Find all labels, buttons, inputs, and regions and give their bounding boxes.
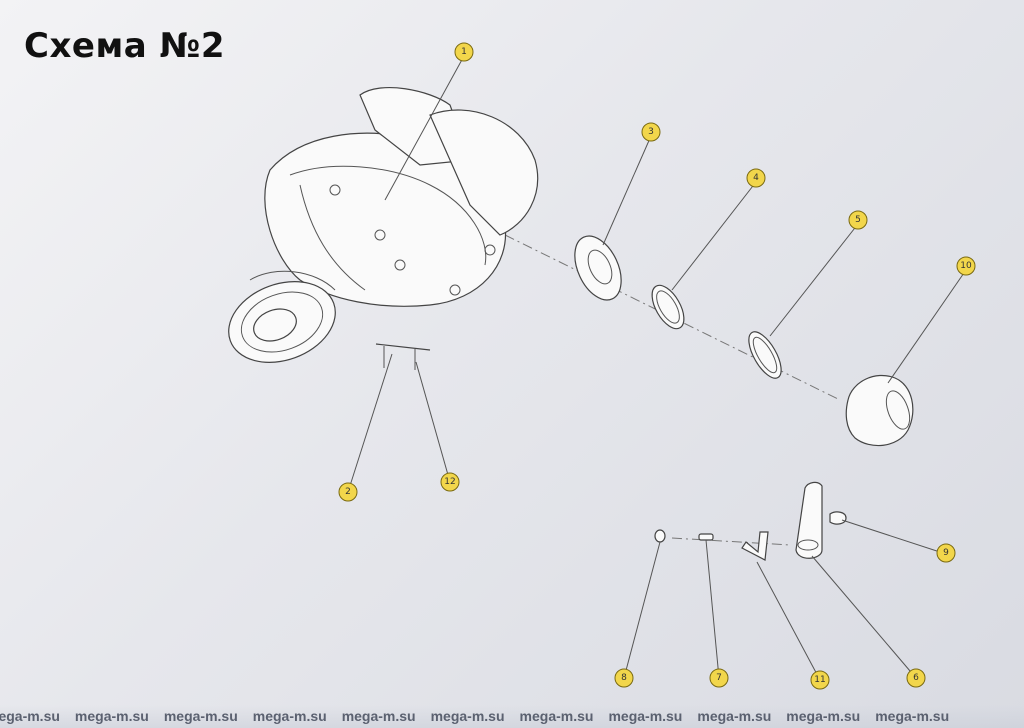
part-10-clutch-sleeve <box>845 374 914 447</box>
callout-8-label: 8 <box>621 673 627 683</box>
leader-lines <box>347 55 967 681</box>
callout-5: 5 <box>848 210 868 230</box>
watermark-strip: mega-m.su mega-m.su mega-m.su mega-m.su mega… <box>0 705 1024 728</box>
callout-1: 1 <box>454 42 474 62</box>
callout-9: 9 <box>936 543 956 563</box>
callout-6: 6 <box>906 668 926 688</box>
callout-6-label: 6 <box>913 673 919 683</box>
callout-7: 7 <box>709 668 729 688</box>
watermark-text: mega-m.su <box>0 708 60 724</box>
callout-12: 12 <box>440 472 460 492</box>
shift-axis <box>671 537 791 546</box>
callout-4-label: 4 <box>753 173 759 183</box>
callout-12-label: 12 <box>444 477 455 487</box>
part-5-ring <box>748 331 782 379</box>
callout-2-label: 2 <box>345 487 351 497</box>
part-2-12-fasteners <box>375 343 431 370</box>
watermark-text: mega-m.su <box>519 708 594 724</box>
part-7-pin <box>698 533 714 541</box>
callout-11-label: 11 <box>814 675 825 685</box>
differential-housing <box>228 86 539 363</box>
part-3-gear-ring <box>574 235 622 301</box>
watermark-text: mega-m.su <box>697 708 772 724</box>
callout-3-label: 3 <box>648 127 654 137</box>
callout-8: 8 <box>614 668 634 688</box>
callout-2: 2 <box>338 482 358 502</box>
callout-9-label: 9 <box>943 548 949 558</box>
callout-10: 10 <box>956 256 976 276</box>
part-8-ball <box>654 529 666 543</box>
watermark-text: mega-m.su <box>252 708 327 724</box>
watermark-text: mega-m.su <box>875 708 950 724</box>
callout-10-label: 10 <box>960 261 972 271</box>
watermark-text: mega-m.su <box>163 708 238 724</box>
part-9-clip <box>829 511 847 525</box>
callout-3: 3 <box>641 122 661 142</box>
callout-7-label: 7 <box>716 673 722 683</box>
watermark-text: mega-m.su <box>430 708 505 724</box>
part-4-gasket <box>651 284 685 330</box>
callout-11: 11 <box>810 670 830 690</box>
watermark-text: mega-m.su <box>341 708 416 724</box>
watermark-text: mega-m.su <box>786 708 861 724</box>
callout-1-label: 1 <box>461 47 467 57</box>
watermark-text: mega-m.su <box>608 708 683 724</box>
watermark-text: mega-m.su <box>74 708 149 724</box>
part-11-lever <box>741 531 769 561</box>
callout-5-label: 5 <box>855 215 861 225</box>
diagram-title: Схема №2 <box>24 26 226 66</box>
callout-4: 4 <box>746 168 766 188</box>
part-6-shift-fork <box>795 481 823 559</box>
